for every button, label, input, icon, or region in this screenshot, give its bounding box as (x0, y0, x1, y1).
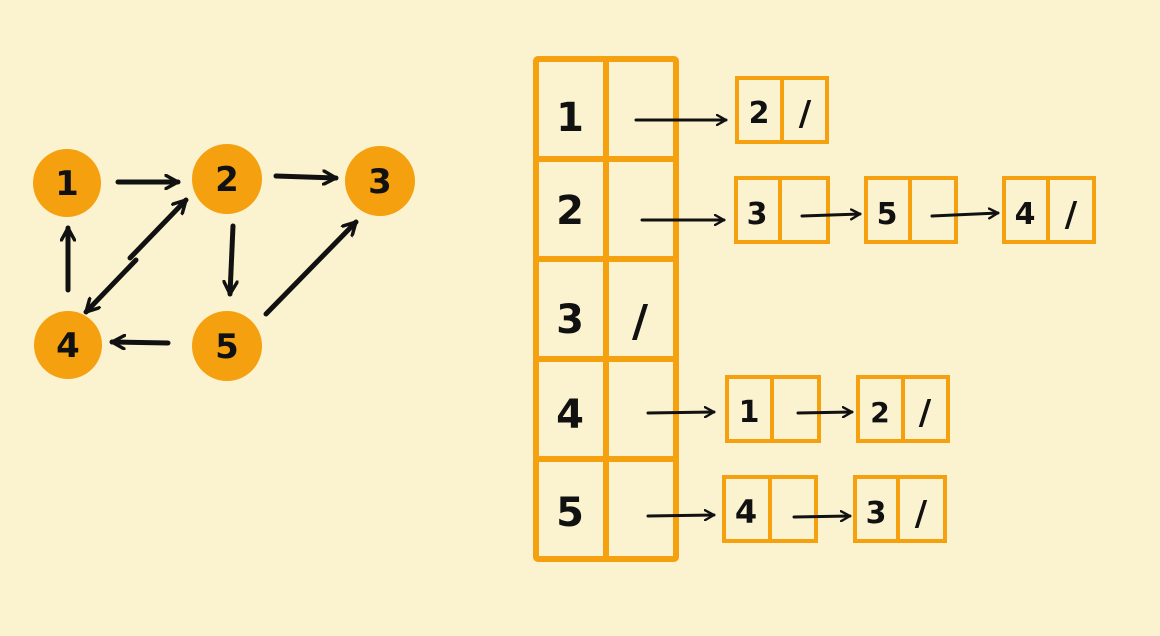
list-node: 3 (734, 176, 830, 244)
graph-node-label: 3 (368, 162, 392, 202)
head-vertex-2: 2 (556, 188, 584, 234)
list-node-value: 3 (866, 496, 887, 531)
head-table (533, 56, 679, 562)
list-node-value: 1 (739, 395, 760, 430)
list-node-value: 5 (877, 197, 898, 232)
list-null-mark: / (915, 494, 928, 534)
head-vertex-1: 1 (556, 95, 584, 141)
edge-5-4 (109, 342, 171, 343)
list-node: 2 / (735, 76, 829, 144)
graph-node-label: 4 (56, 326, 80, 366)
pointer-row-4 (646, 412, 716, 413)
graph-node-5: 5 (192, 311, 262, 381)
list-node-value: 2 (749, 96, 770, 131)
list-null-mark: / (919, 393, 932, 433)
head-vertex-5: 5 (556, 490, 584, 536)
list-null-mark: / (1065, 195, 1078, 235)
graph-node-label: 2 (215, 160, 239, 200)
list-node: 3 / (853, 475, 947, 543)
graph-node-3: 3 (345, 146, 415, 216)
graph-node-4: 4 (34, 311, 102, 379)
list-node: 2 / (856, 375, 950, 443)
graph-node-2: 2 (192, 144, 262, 214)
list-node: 4 (722, 475, 818, 543)
edge-5-3 (263, 219, 359, 317)
list-node-value: 4 (1015, 197, 1036, 232)
graph-node-label: 1 (55, 164, 79, 204)
list-node: 1 (725, 375, 821, 443)
edge-2-5 (230, 223, 233, 297)
graph-node-1: 1 (33, 149, 101, 217)
pointer-row-5 (646, 515, 716, 516)
edge-2-3 (273, 176, 339, 178)
graph-edges (68, 176, 359, 343)
next-pointer (792, 516, 852, 517)
next-pointer (800, 214, 862, 216)
list-null-mark: / (799, 94, 812, 134)
graph: 1 2 3 4 5 (33, 144, 415, 381)
head-pointers (634, 120, 728, 516)
next-pointer (930, 213, 1000, 216)
list-node: 5 (864, 176, 958, 244)
adjacency-list: 1 2 3 4 5 / 2 / 3 (533, 56, 1096, 562)
graph-node-label: 5 (215, 327, 239, 367)
list-node-value: 2 (870, 396, 889, 429)
list-node-value: 4 (735, 493, 757, 531)
head-vertex-3: 3 (556, 297, 584, 343)
head-vertex-4: 4 (556, 392, 584, 438)
list-node: 4 / (1002, 176, 1096, 244)
next-pointer (796, 412, 854, 413)
list-node-value: 3 (747, 197, 768, 232)
edge-4-2 (127, 197, 189, 261)
head-null-mark-3: / (632, 296, 649, 347)
edge-2-4 (83, 257, 139, 315)
